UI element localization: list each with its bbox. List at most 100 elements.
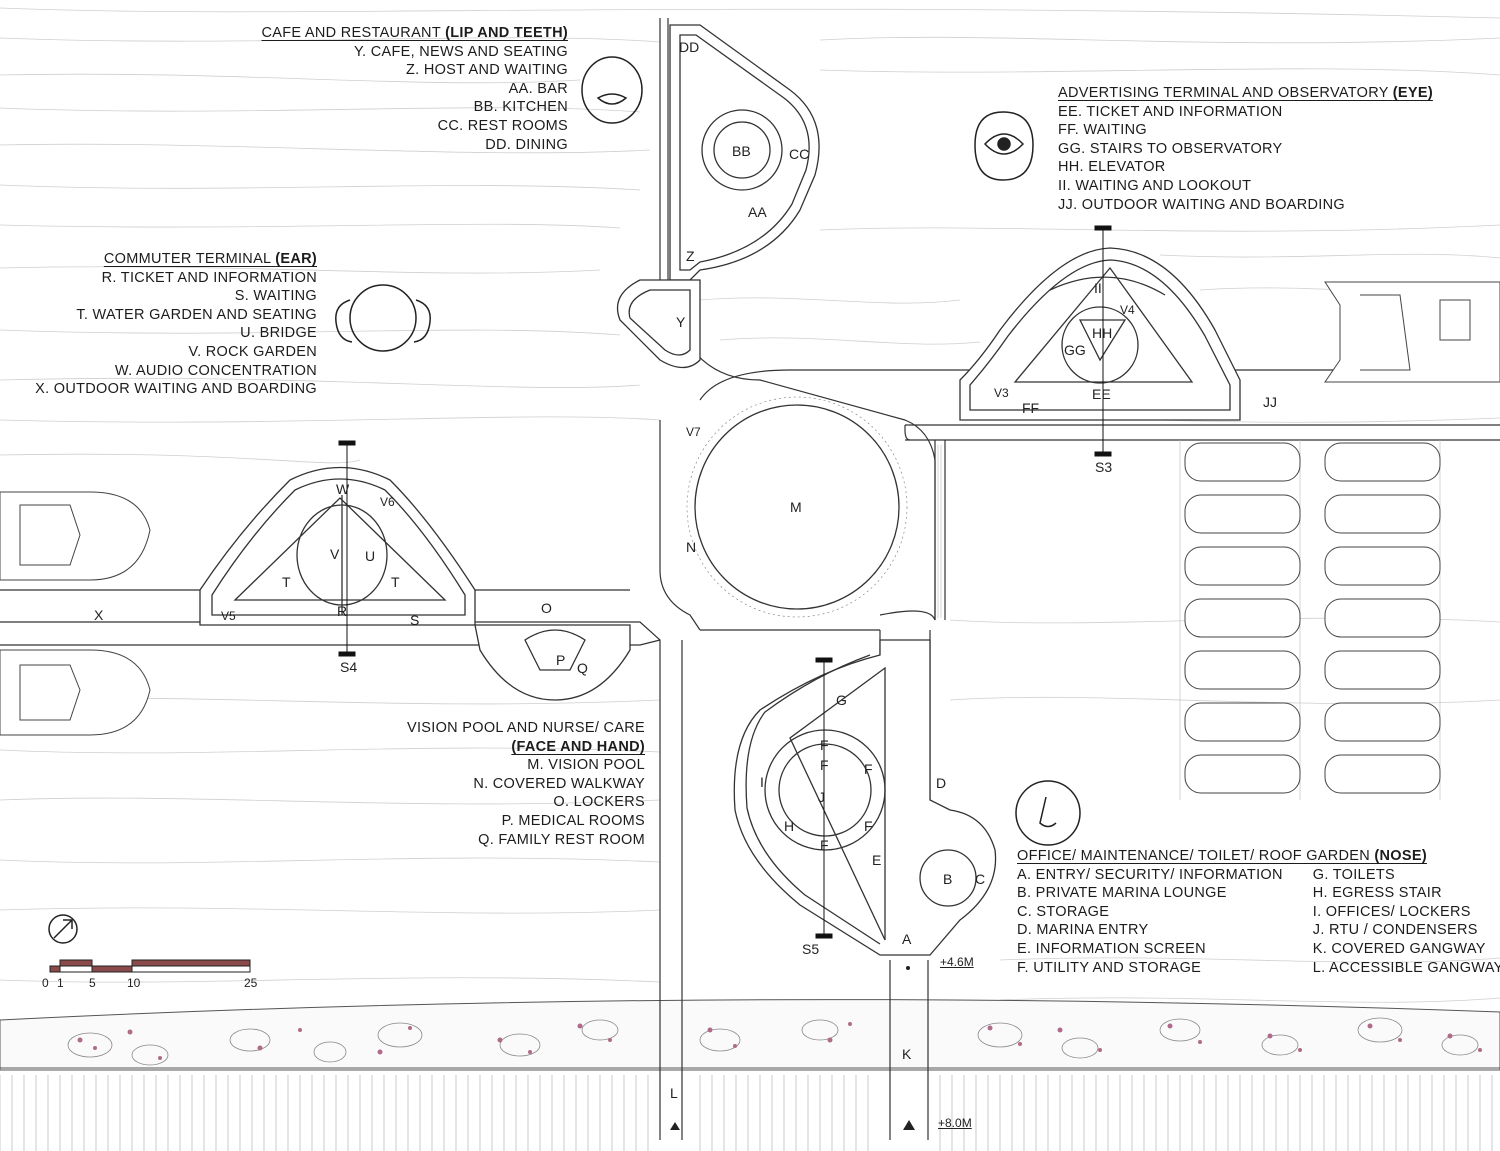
label-k: K [902, 1046, 912, 1062]
legend-item: A. ENTRY/ SECURITY/ INFORMATION [1017, 866, 1283, 883]
label-f1: F [820, 737, 829, 753]
ear-building [199, 466, 631, 701]
legend-item: I. OFFICES/ LOCKERS [1312, 903, 1471, 920]
legend-nose: OFFICE/ MAINTENANCE/ TOILET/ ROOF GARDEN… [1017, 847, 1500, 977]
label-bb: BB [732, 143, 751, 159]
label-v4: V4 [1120, 303, 1135, 317]
legend-item: K. COVERED GANGWAY [1312, 940, 1486, 957]
nose-building [733, 639, 997, 956]
legend-item: B. PRIVATE MARINA LOUNGE [1017, 885, 1227, 902]
legend-item: O. LOCKERS [553, 794, 645, 811]
boat-slips [1184, 442, 1441, 794]
legend-item: DD. DINING [485, 136, 568, 153]
legend-item: F. UTILITY AND STORAGE [1017, 959, 1202, 976]
label-y: Y [676, 314, 686, 330]
legend-item: JJ. OUTDOOR WAITING AND BOARDING [1058, 196, 1345, 213]
legend-item: E. INFORMATION SCREEN [1017, 940, 1206, 957]
label-s3: S3 [1095, 459, 1113, 475]
legend-item: V. ROCK GARDEN [188, 343, 317, 360]
legend-item: II. WAITING AND LOOKOUT [1058, 177, 1252, 194]
label-h: H [784, 818, 795, 834]
label-cc: CC [789, 146, 810, 162]
ear-pictogram [335, 284, 431, 352]
label-n: N [686, 539, 697, 555]
label-f4: F [864, 818, 873, 834]
cafe-building [616, 24, 820, 369]
label-dd: DD [679, 39, 700, 55]
label-hh: HH [1092, 325, 1113, 341]
label-gg: GG [1064, 342, 1086, 358]
shoreline [0, 999, 1500, 1151]
legend-item: HH. ELEVATOR [1058, 159, 1166, 176]
label-l: L [670, 1085, 678, 1101]
legend-item: P. MEDICAL ROOMS [501, 812, 645, 829]
eye-pictogram [974, 111, 1034, 181]
label-s5: S5 [802, 941, 820, 957]
label-f5: F [820, 837, 829, 853]
legend-item: X. OUTDOOR WAITING AND BOARDING [35, 381, 317, 398]
label-o: O [541, 600, 552, 616]
label-i: I [760, 774, 764, 790]
legend-ear: COMMUTER TERMINAL (EAR) R. TICKET AND IN… [35, 250, 317, 399]
legend-item: GG. STAIRS TO OBSERVATORY [1058, 140, 1283, 157]
legend-eye-title: ADVERTISING TERMINAL AND OBSERVATORY (EY… [1058, 85, 1433, 101]
scale-label-25: 25 [244, 976, 258, 990]
legend-item: Q. FAMILY REST ROOM [478, 831, 645, 848]
label-q: Q [577, 660, 588, 676]
label-s: S [410, 612, 420, 628]
legend-lip-title: CAFE AND RESTAURANT (LIP AND TEETH) [261, 25, 568, 41]
label-v5: V5 [221, 609, 236, 623]
label-e: E [872, 852, 882, 868]
legend-item: CC. REST ROOMS [437, 117, 568, 134]
legend-item: D. MARINA ENTRY [1017, 922, 1149, 939]
legend-item: H. EGRESS STAIR [1312, 885, 1442, 902]
legend-item: FF. WAITING [1058, 122, 1147, 139]
legend-item: AA. BAR [508, 80, 568, 97]
legend-item: U. BRIDGE [240, 325, 317, 342]
nose-pictogram [1015, 780, 1081, 846]
label-r: R [337, 603, 348, 619]
scale-bar [49, 959, 251, 973]
label-u: U [365, 548, 376, 564]
label-ee: EE [1092, 386, 1111, 402]
label-f2: F [864, 761, 873, 777]
boats-left [0, 491, 151, 736]
label-jj: JJ [1263, 394, 1277, 410]
label-w: W [336, 481, 350, 497]
legend-eye: ADVERTISING TERMINAL AND OBSERVATORY (EY… [1058, 84, 1433, 214]
legend-item: BB. KITCHEN [473, 99, 568, 116]
section-marks [338, 225, 1112, 939]
label-g: G [836, 692, 847, 708]
legend-item: W. AUDIO CONCENTRATION [114, 362, 317, 379]
label-d: D [936, 775, 947, 791]
legend-item: C. STORAGE [1017, 903, 1110, 920]
label-j: J [818, 789, 825, 805]
label-a: A [902, 931, 912, 947]
legend-nose-title: OFFICE/ MAINTENANCE/ TOILET/ ROOF GARDEN… [1017, 848, 1427, 864]
label-t-right: T [391, 574, 400, 590]
label-v: V [330, 546, 340, 562]
vision-pool [694, 404, 900, 610]
legend-item: L. ACCESSIBLE GANGWAY [1312, 959, 1500, 976]
legend-face-title: VISION POOL AND NURSE/ CARE [406, 720, 645, 736]
label-aa: AA [748, 204, 767, 220]
legend-lip: CAFE AND RESTAURANT (LIP AND TEETH) Y. C… [262, 24, 568, 154]
label-t-left: T [282, 574, 291, 590]
north-arrow [48, 914, 78, 944]
label-f3: F [820, 757, 829, 773]
label-v6: V6 [380, 495, 395, 509]
level-lower: +8.0M [938, 1116, 972, 1130]
legend-item: Z. HOST AND WAITING [406, 62, 568, 79]
legend-item: S. WAITING [234, 288, 317, 305]
scale-label-0: 0 [42, 976, 49, 990]
legend-item: T. WATER GARDEN AND SEATING [76, 306, 317, 323]
legend-face: VISION POOL AND NURSE/ CARE (FACE AND HA… [407, 719, 645, 849]
label-z: Z [686, 248, 695, 264]
legend-item: J. RTU / CONDENSERS [1312, 922, 1478, 939]
label-v7: V7 [686, 425, 701, 439]
legend-ear-title: COMMUTER TERMINAL (EAR) [103, 251, 317, 267]
legend-item: EE. TICKET AND INFORMATION [1058, 103, 1283, 120]
legend-item: M. VISION POOL [527, 757, 645, 774]
label-ff: FF [1022, 400, 1040, 416]
